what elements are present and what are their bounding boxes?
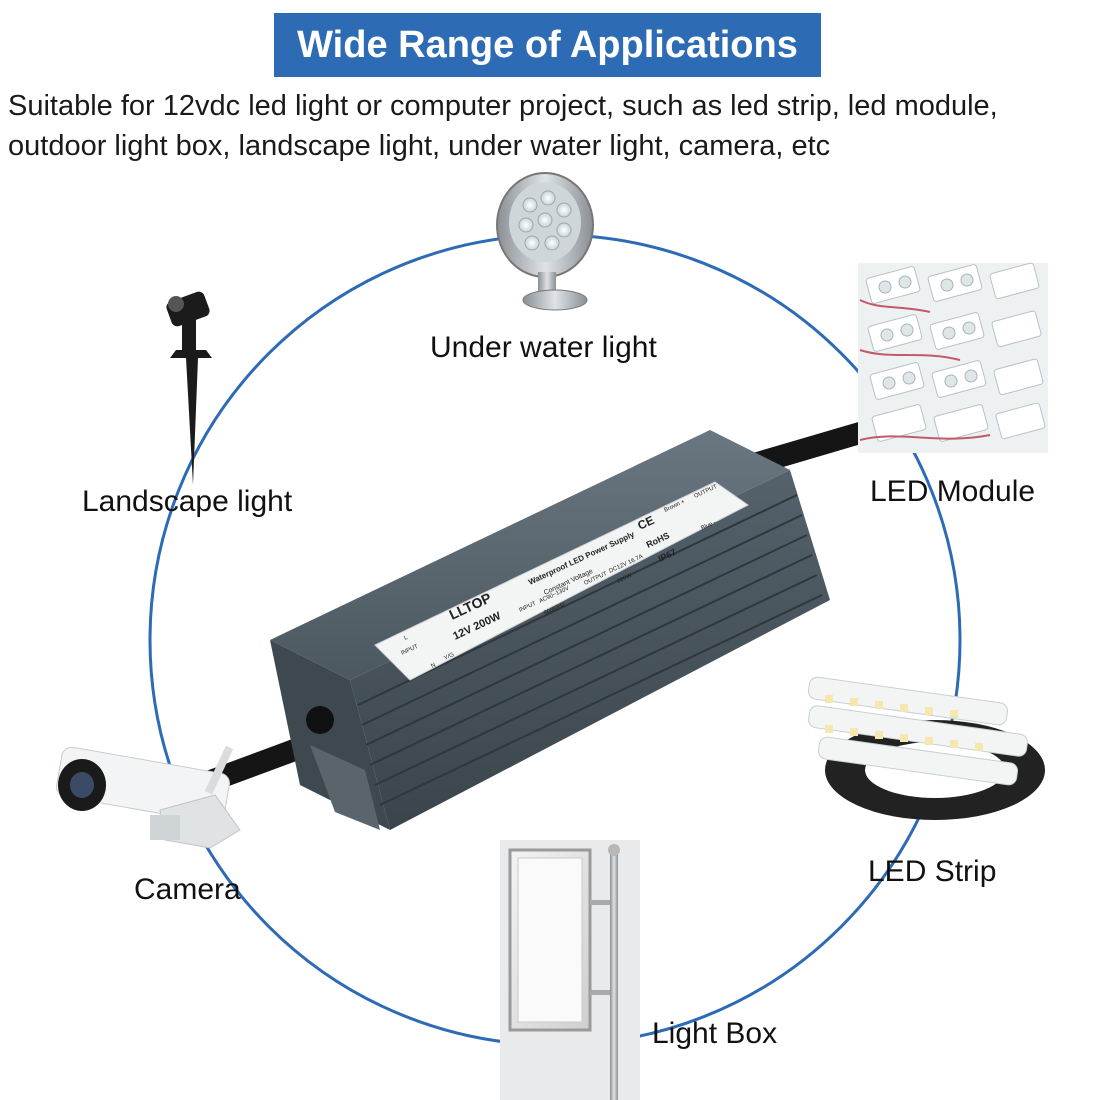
camera-image (56, 745, 241, 849)
pin-n-label: N (430, 663, 436, 670)
cable-gland (306, 706, 334, 734)
description: Suitable for 12vdc led light or computer… (8, 86, 1098, 166)
label-landscape-light: Landscape light (82, 485, 293, 518)
label-camera: Camera (134, 873, 241, 906)
power-supply: LLTOP 12V 200W Waterproof LED Power Supp… (270, 430, 830, 830)
label-under-water-light: Under water light (430, 331, 657, 364)
light-box-image (500, 840, 640, 1100)
label-led-module: LED Module (870, 475, 1036, 508)
label-led-strip: LED Strip (868, 855, 997, 888)
landscape-light-image (166, 291, 212, 485)
description-line-1: Suitable for 12vdc led light or computer… (8, 90, 998, 122)
ce-mark: CE (635, 513, 656, 533)
led-module-image (858, 262, 1048, 453)
pin-l-label: L (403, 635, 409, 642)
label-light-box: Light Box (652, 1017, 778, 1050)
page-title: Wide Range of Applications (274, 13, 821, 77)
description-line-2: outdoor light box, landscape light, unde… (8, 130, 831, 162)
mounting-flange (310, 745, 380, 830)
led-strip-image (807, 676, 1045, 820)
pin-yg-label: Y/G (443, 652, 455, 662)
underwater-light-image (496, 172, 594, 311)
